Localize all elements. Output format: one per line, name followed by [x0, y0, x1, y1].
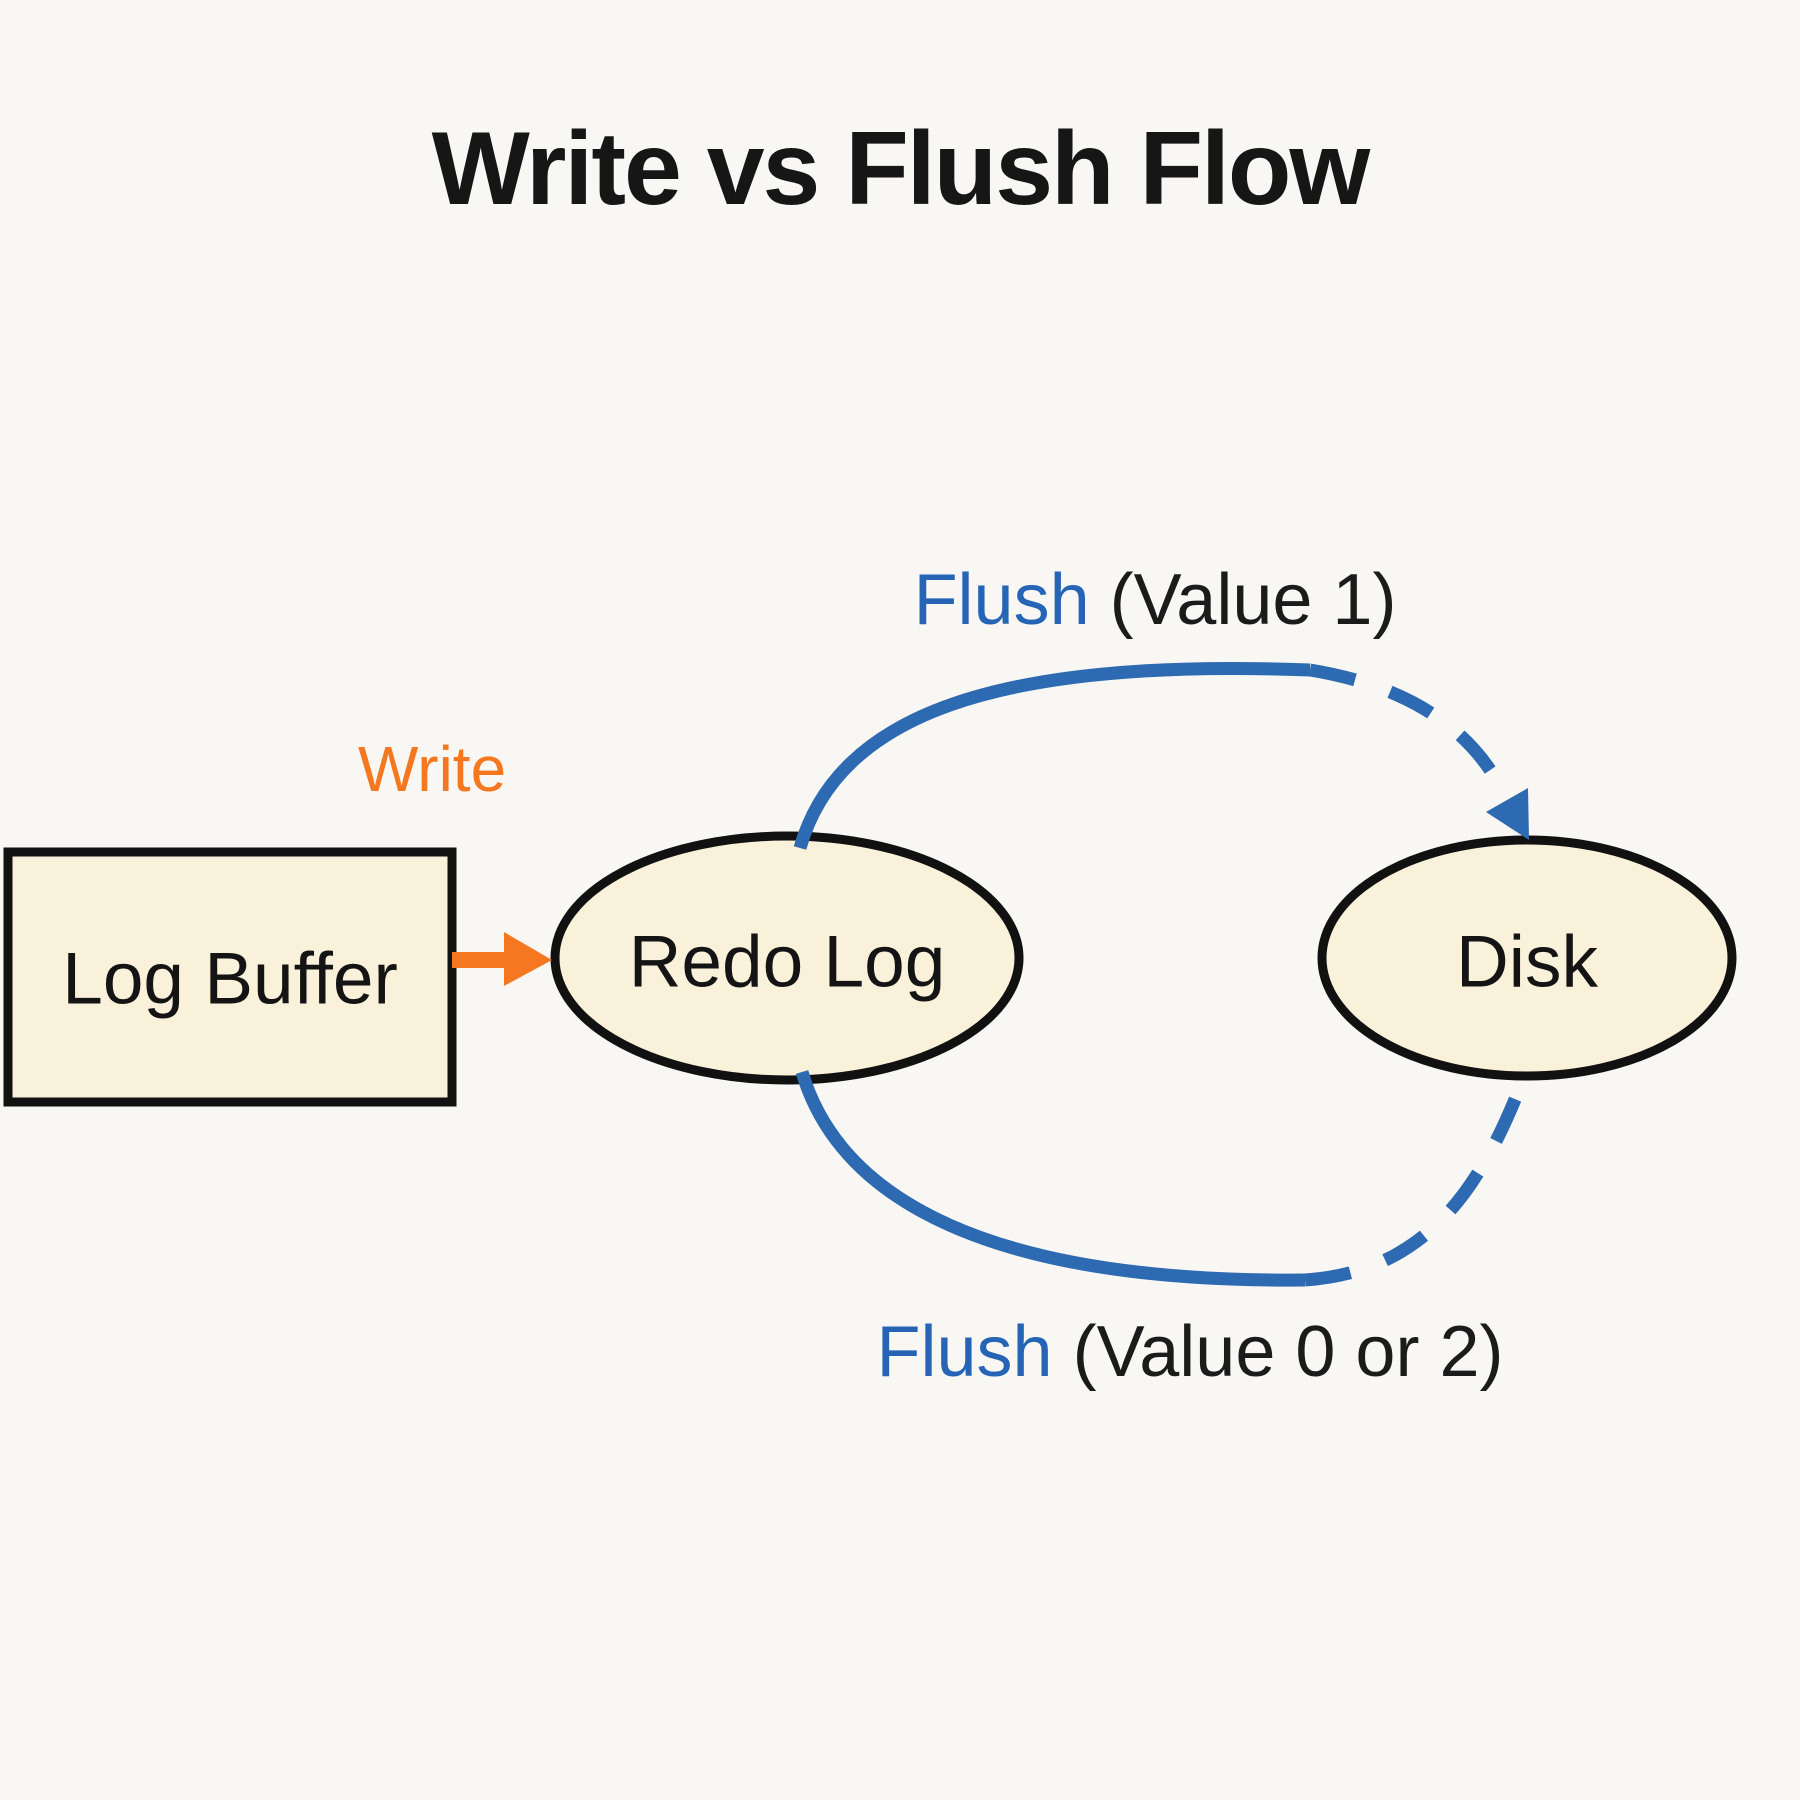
write-arrowhead-icon [504, 932, 552, 986]
flush-bottom-curve-dashed [1304, 1079, 1529, 1287]
log-buffer-node-label: Log Buffer [62, 938, 398, 1020]
flush-value-1-label: Flush (Value 1) [914, 559, 1397, 641]
write-edge-label: Write [358, 733, 507, 805]
flush-word: Flush [876, 1312, 1053, 1392]
disk-node-label: Disk [1456, 921, 1598, 1003]
flush-top-curve-dashed [1308, 663, 1512, 801]
flush-top-arrowhead-icon [1486, 788, 1529, 840]
flush-top-curve-solid [793, 661, 1311, 850]
flush-value-0-or-2-label: Flush (Value 0 or 2) [877, 1311, 1504, 1393]
diagram-title: Write vs Flush Flow [431, 111, 1371, 227]
flush-word: Flush [913, 560, 1090, 640]
flush-value-1-detail: (Value 1) [1089, 560, 1397, 640]
flush-value-0-or-2-detail: (Value 0 or 2) [1052, 1312, 1504, 1392]
flush-bottom-curve-solid [795, 1070, 1306, 1287]
redo-log-node-label: Redo Log [628, 921, 946, 1003]
log-buffer-box [3, 847, 457, 1107]
disk-ellipse [1317, 835, 1737, 1081]
redo-log-ellipse [550, 831, 1024, 1085]
